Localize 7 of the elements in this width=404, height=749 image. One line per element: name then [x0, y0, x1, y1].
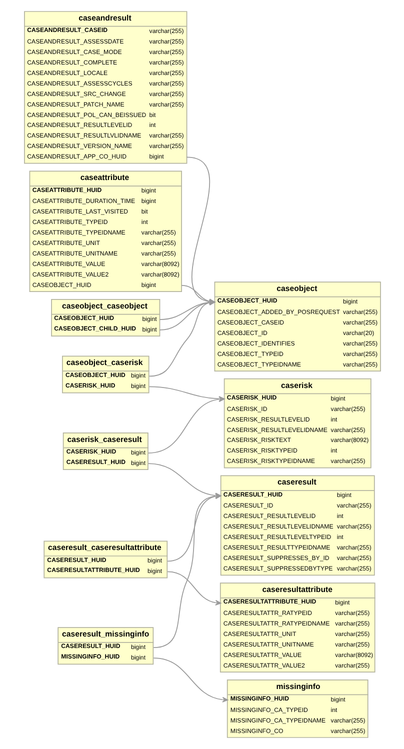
arrow: [148, 300, 215, 377]
arrow: [166, 571, 221, 606]
arrow: [158, 300, 215, 330]
arrow: [180, 285, 215, 304]
arrow: [186, 156, 215, 304]
arrow: [152, 658, 228, 702]
arrow: [158, 300, 215, 320]
